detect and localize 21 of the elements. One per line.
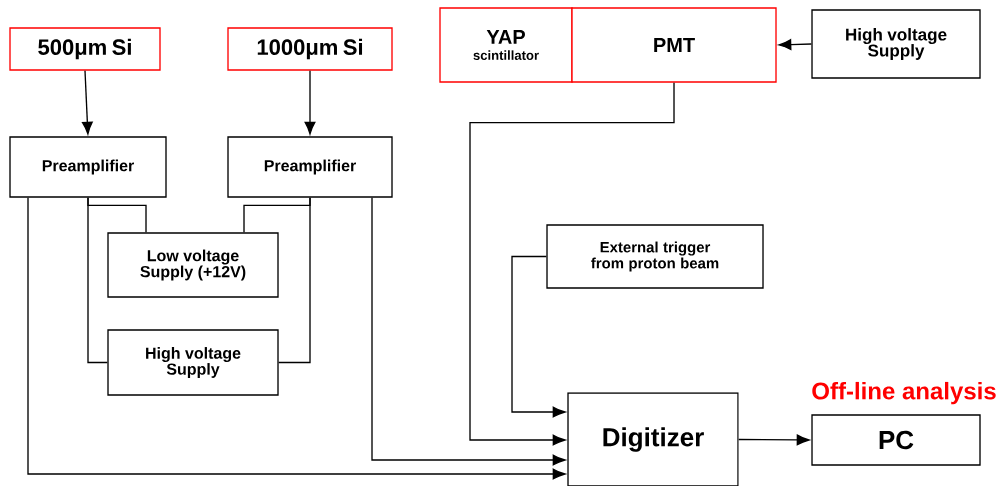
detector-box: 1000μm Si (227, 27, 393, 71)
scintillator-box: YAP scintillator (439, 7, 573, 83)
arrow (81, 70, 93, 135)
supply-box: High voltage Supply (811, 9, 981, 79)
supply-box: High voltage Supply (107, 329, 279, 396)
trigger-box: External trigger from proton beam (546, 224, 764, 289)
arrow (778, 39, 812, 51)
pc-box: PC (811, 414, 981, 466)
arrow (469, 82, 675, 446)
detector-box: 500μm Si (9, 27, 161, 71)
arrow (304, 70, 316, 135)
pmt-box: PMT (571, 7, 777, 83)
digitizer-box: Digitizer (567, 392, 739, 486)
supply-box: Low voltage Supply (+12V) (107, 232, 279, 298)
preamplifier-box: Preamplifier (227, 136, 393, 198)
arrow (371, 197, 566, 466)
preamplifier-box: Preamplifier (9, 136, 167, 198)
arrow (738, 434, 810, 446)
arrow (511, 255, 566, 418)
arrow (27, 197, 566, 480)
caption-text: Off-line analysis (812, 381, 996, 405)
